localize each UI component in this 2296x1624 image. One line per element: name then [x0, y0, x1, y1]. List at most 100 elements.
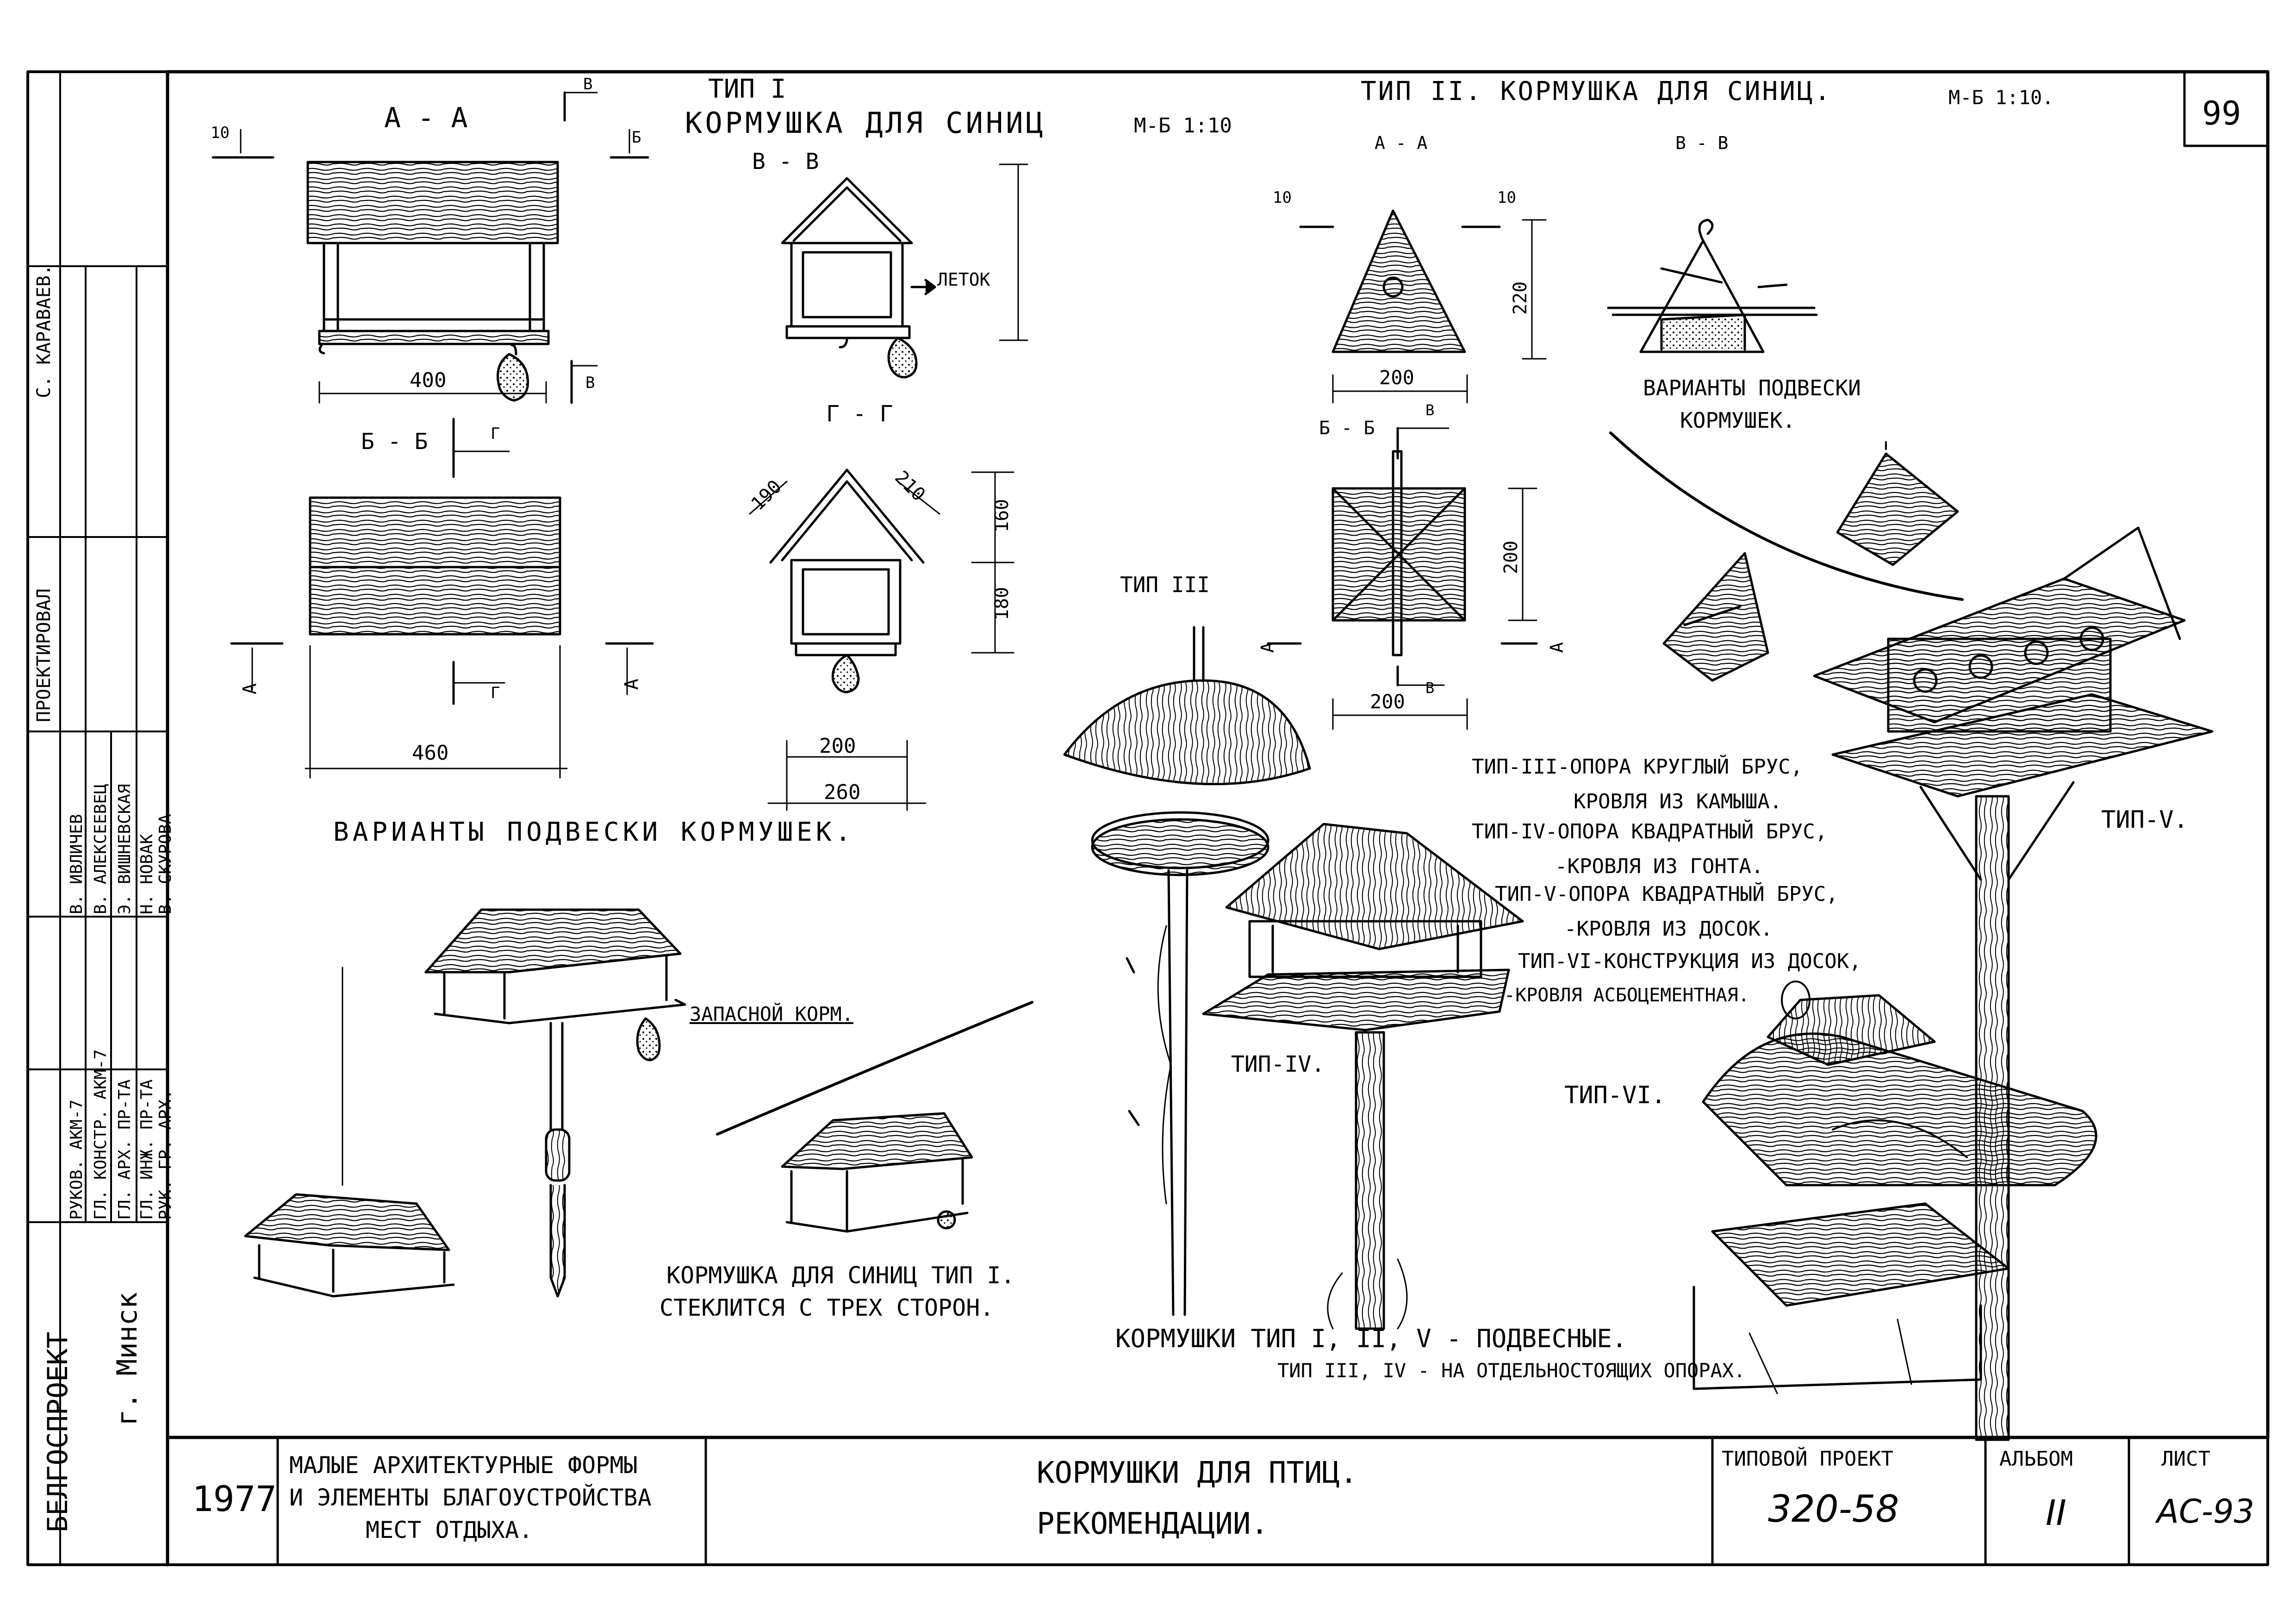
- type1-scale: М-Б 1:10: [1134, 114, 1232, 137]
- dim-400: 400: [410, 369, 447, 392]
- dim-260: 260: [824, 781, 861, 804]
- type1-title: ТИП I: [708, 74, 786, 104]
- type1-letok: ЛЕТОК: [937, 269, 990, 290]
- type4-feeder: [1202, 823, 1524, 1330]
- title-left-2: И ЭЛЕМЕНТЫ БЛАГОУСТРОЙСТВА: [289, 1484, 652, 1511]
- type2-scale: М-Б 1:10.: [1948, 86, 2054, 109]
- type2-sec-bb: Б - Б: [1319, 418, 1375, 439]
- type6-label: ТИП-VI.: [1564, 1081, 1666, 1109]
- type2-sec-aa: А - А: [1375, 133, 1428, 153]
- note-4: -КРОВЛЯ ИЗ ГОНТА.: [1555, 855, 1764, 878]
- title-block-grid: [276, 1436, 2130, 1566]
- stamp-name-1: В. ИВЛИЧЕВ: [67, 814, 86, 914]
- type5-feeder: [1813, 526, 2214, 1441]
- variants-right-label-2: КОРМУШЕК.: [1680, 408, 1796, 433]
- type2-title: ТИП II. КОРМУШКА ДЛЯ СИНИЦ.: [1361, 76, 1832, 106]
- album-value: II: [2046, 1492, 2066, 1533]
- type1-section-gg: [749, 468, 1014, 811]
- dim-200-a: 200: [1379, 366, 1414, 389]
- type1-sec-vv: В - В: [752, 149, 819, 175]
- type6-feeder: [1692, 981, 2097, 1394]
- type1-subtitle: КОРМУШКА ДЛЯ СИНИЦ: [685, 106, 1046, 140]
- designer-label: ПРОЕКТИРОВАЛ: [33, 588, 55, 722]
- stamp-role-4: ГЛ. ИНЖ. ПР-ТА: [137, 1079, 156, 1220]
- type5-label: ТИП-V.: [2101, 806, 2188, 834]
- inner-frame: [166, 70, 2270, 1439]
- title-left-3: МЕСТ ОТДЫХА.: [366, 1517, 533, 1543]
- dim-200-b: 200: [1500, 540, 1522, 574]
- designer-name: С. КАРАВАЕВ.: [33, 264, 55, 398]
- stamp-name-5: В. СКУРОВА: [156, 814, 175, 914]
- album-label: АЛЬБОМ: [1999, 1447, 2073, 1471]
- project-label: ТИПОВОЙ ПРОЕКТ: [1722, 1447, 1893, 1471]
- title-main-1: КОРМУШКИ ДЛЯ ПТИЦ.: [1037, 1456, 1358, 1490]
- type4-label: ТИП-IV.: [1231, 1051, 1325, 1077]
- project-value: 320-58: [1768, 1487, 1899, 1530]
- stamp-role-3: ГЛ. АРХ. ПР-ТА: [115, 1079, 134, 1220]
- stamp-name-2: В. АЛЕКСЕЕВЕЦ: [91, 784, 110, 914]
- mark-v3: В: [1425, 401, 1435, 419]
- sheet-number-box: [2183, 70, 2269, 147]
- mark-a2: А: [621, 678, 642, 690]
- stamp-grid: [27, 71, 168, 1566]
- type1-sec-gg: Г - Г: [826, 401, 893, 427]
- stamp-role-5: РУК. ГР. АРХ.: [156, 1089, 175, 1220]
- mark-b1: Б: [632, 128, 641, 147]
- note-3: ТИП-IV-ОПОРА КВАДРАТНЫЙ БРУС,: [1472, 820, 1828, 843]
- dim-10-a: 10: [1273, 188, 1292, 207]
- variants-left-label: ВАРИАНТЫ ПОДВЕСКИ КОРМУШЕК.: [333, 817, 855, 847]
- note-6: -КРОВЛЯ ИЗ ДОСОК.: [1564, 917, 1773, 941]
- type1-section-aa: [212, 91, 649, 404]
- stamp-role-2: ГЛ. КОНСТР. АКМ-7: [91, 1049, 110, 1220]
- dim-160: 160: [991, 499, 1013, 532]
- list-label: ЛИСТ: [2161, 1447, 2210, 1471]
- mark-v4: В: [1425, 679, 1435, 697]
- type2-sec-vv: В - В: [1675, 133, 1729, 153]
- dim-220: 220: [1510, 281, 1531, 315]
- type1-sec-aa: А - А: [384, 102, 468, 134]
- note-5: ТИП-V-ОПОРА КВАДРАТНЫЙ БРУС,: [1495, 882, 1838, 906]
- mark-v2: В: [585, 374, 595, 392]
- dim-200-type1: 200: [819, 734, 856, 758]
- note-2: КРОВЛЯ ИЗ КАМЫША.: [1574, 790, 1782, 813]
- mark-g1: Г: [491, 425, 500, 443]
- dim-200-c: 200: [1370, 690, 1405, 713]
- note-7: ТИП-VI-КОНСТРУКЦИЯ ИЗ ДОСОК,: [1518, 949, 1861, 973]
- type2-hanging: [1609, 431, 1964, 682]
- caption-type1-2: СТЕКЛИТСЯ С ТРЕХ СТОРОН.: [660, 1294, 994, 1321]
- year: 1977: [192, 1478, 277, 1519]
- mark-a4: А: [1547, 642, 1567, 653]
- type1-section-vv: [781, 163, 1028, 379]
- note-1: ТИП-III-ОПОРА КРУГЛЫЙ БРУС,: [1472, 755, 1803, 779]
- caption-type1-1: КОРМУШКА ДЛЯ СИНИЦ ТИП I.: [666, 1262, 1015, 1289]
- dim-460: 460: [412, 741, 449, 765]
- stamp-name-4: Н. НОВАК: [137, 834, 156, 914]
- type1-section-bb: [230, 418, 654, 779]
- mark-a3: А: [1257, 642, 1278, 653]
- type1-sec-bb: Б - Б: [361, 429, 428, 455]
- type3-feeder: [1063, 626, 1311, 1316]
- note-8: -КРОВЛЯ АСБОЦЕМЕНТНАЯ.: [1504, 985, 1749, 1006]
- variants-right-label-1: ВАРИАНТЫ ПОДВЕСКИ: [1643, 375, 1861, 400]
- title-main-2: РЕКОМЕНДАЦИИ.: [1037, 1507, 1269, 1541]
- type3-label: ТИП III: [1120, 572, 1210, 597]
- mark-g2: Г: [491, 684, 500, 702]
- bottom-note-2: ТИП III, IV - НА ОТДЕЛЬНОСТОЯЩИХ ОПОРАХ.: [1277, 1359, 1746, 1382]
- spare-food-label: ЗАПАСНОЙ КОРМ.: [690, 1003, 854, 1025]
- dim-10-b: 10: [1497, 188, 1516, 207]
- sheet-number: 99: [2202, 94, 2241, 132]
- stamp-role-1: РУКОВ. АКМ-7: [67, 1099, 86, 1220]
- bottom-note-1: КОРМУШКИ ТИП I, II, V - ПОДВЕСНЫЕ.: [1115, 1324, 1627, 1353]
- dim-10-type1: 10: [211, 124, 230, 142]
- type1-perspectives: [244, 908, 1033, 1298]
- dim-180: 180: [991, 587, 1013, 620]
- city-label: г. Минск: [111, 1292, 143, 1426]
- mark-a1: А: [239, 683, 261, 694]
- type2-sections: [1267, 209, 1818, 730]
- stamp-name-3: Э. ВИШНЕВСКАЯ: [115, 784, 134, 914]
- title-left-1: МАЛЫЕ АРХИТЕКТУРНЫЕ ФОРМЫ: [289, 1452, 638, 1479]
- list-value: АС-93: [2157, 1493, 2255, 1530]
- mark-v1: В: [583, 75, 593, 94]
- org-label: БЕЛГОСПРОЕКТ: [42, 1331, 74, 1532]
